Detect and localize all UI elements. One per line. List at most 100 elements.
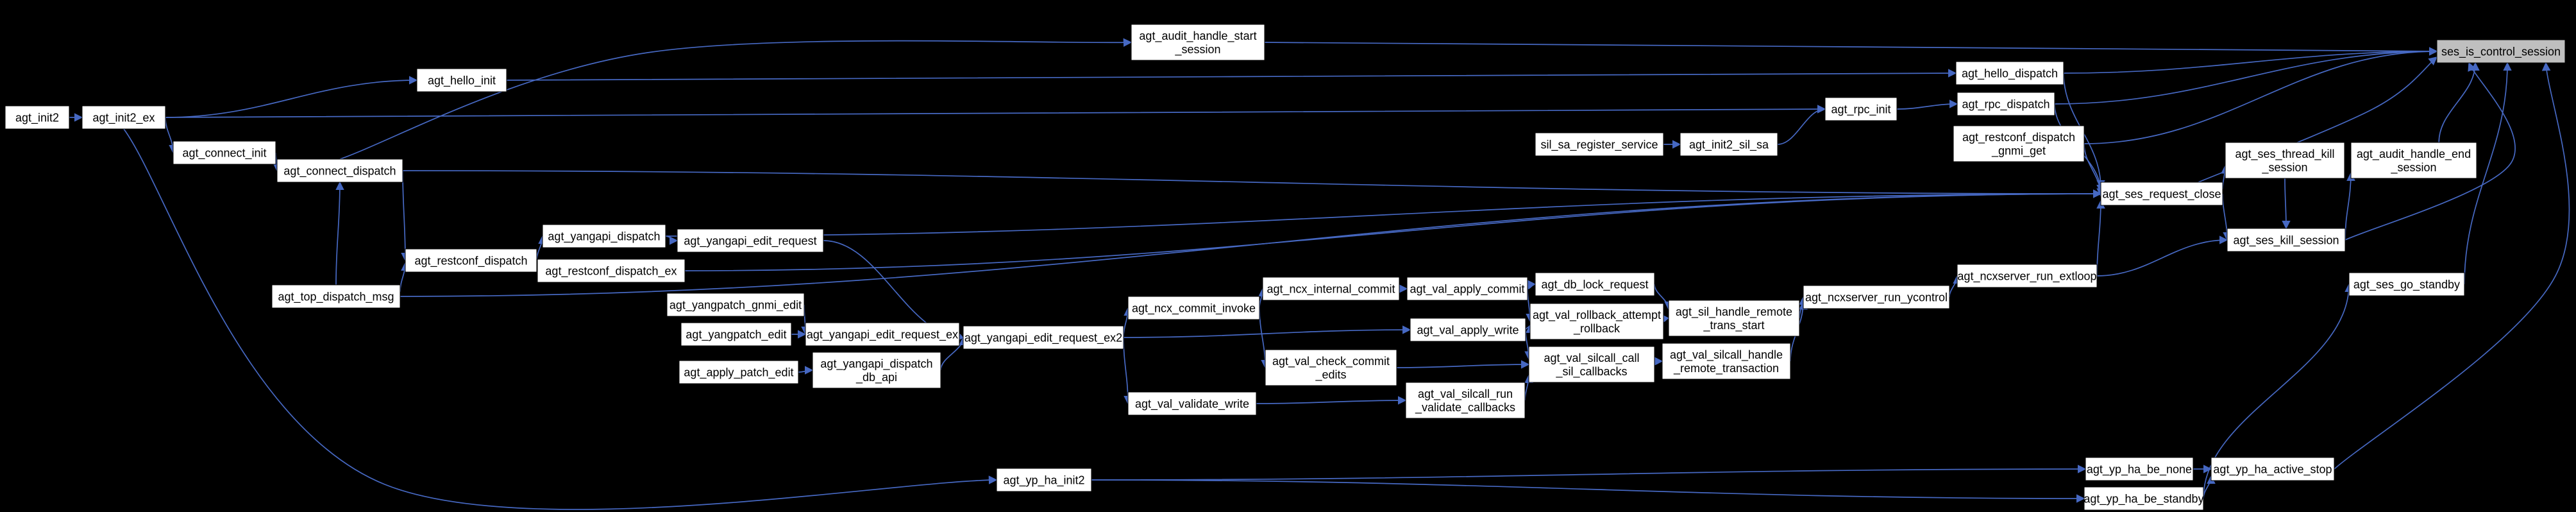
node-agt_ncx_commit_invoke[interactable]: agt_ncx_commit_invoke bbox=[1127, 296, 1260, 320]
node-agt_ses_thread_kill_session[interactable]: agt_ses_thread_kill_session bbox=[2225, 142, 2345, 179]
node-label: agt_ses_kill_session bbox=[2233, 234, 2339, 248]
node-agt_init2_ex[interactable]: agt_init2_ex bbox=[81, 105, 166, 130]
node-label: agt_ses_thread_kill_session bbox=[2235, 148, 2334, 175]
node-agt_rpc_init[interactable]: agt_rpc_init bbox=[1824, 97, 1898, 121]
node-agt_yangpatch_gnmi_edit[interactable]: agt_yangpatch_gnmi_edit bbox=[666, 293, 805, 317]
node-agt_ses_request_close[interactable]: agt_ses_request_close bbox=[2100, 182, 2223, 206]
edge-agt_top_dispatch_msg--agt_restconf_dispatch bbox=[400, 262, 410, 292]
node-agt_restconf_dispatch[interactable]: agt_restconf_dispatch bbox=[405, 248, 537, 273]
edge-agt_yp_ha_init2--agt_yp_ha_be_none bbox=[1091, 465, 2087, 481]
node-agt_connect_init[interactable]: agt_connect_init bbox=[173, 141, 276, 165]
node-agt_val_silcall_handle_remote_transaction[interactable]: agt_val_silcall_handle_remote_transactio… bbox=[1662, 343, 1791, 380]
edge-agt_yangapi_edit_request_ex2--agt_val_apply_write bbox=[1123, 325, 1411, 338]
node-label: agt_apply_patch_edit bbox=[684, 366, 793, 380]
node-label: agt_ncx_commit_invoke bbox=[1132, 302, 1256, 316]
node-agt_yangapi_edit_request_ex[interactable]: agt_yangapi_edit_request_ex bbox=[805, 322, 960, 346]
node-agt_val_apply_commit[interactable]: agt_val_apply_commit bbox=[1406, 277, 1528, 301]
node-agt_val_apply_write[interactable]: agt_val_apply_write bbox=[1410, 318, 1526, 342]
node-label: agt_yp_ha_be_standby bbox=[2084, 493, 2203, 506]
node-label: agt_val_silcall_call_sil_callbacks bbox=[1544, 352, 1639, 379]
node-ses_is_control_session[interactable]: ses_is_control_session bbox=[2436, 39, 2566, 64]
node-label: agt_yangapi_dispatch_db_api bbox=[820, 357, 932, 384]
node-label: agt_val_validate_write bbox=[1135, 398, 1249, 411]
edge-agt_val_validate_write--agt_val_silcall_run_validate_callbacks bbox=[1256, 396, 1407, 405]
edge-agt_val_apply_commit--agt_db_lock_request bbox=[1527, 280, 1536, 289]
node-agt_yangapi_edit_request[interactable]: agt_yangapi_edit_request bbox=[677, 228, 824, 253]
node-agt_val_silcall_run_validate_callbacks[interactable]: agt_val_silcall_run_validate_callbacks bbox=[1405, 382, 1526, 419]
node-label: agt_ncxserver_run_extloop bbox=[1957, 270, 2096, 284]
node-label: agt_yangpatch_gnmi_edit bbox=[669, 299, 802, 312]
node-label: agt_ncx_internal_commit bbox=[1267, 283, 1395, 296]
node-label: agt_rpc_init bbox=[1831, 103, 1890, 117]
node-agt_rpc_dispatch[interactable]: agt_rpc_dispatch bbox=[1957, 92, 2055, 116]
node-sil_sa_register_service[interactable]: sil_sa_register_service bbox=[1535, 132, 1664, 157]
node-agt_ncxserver_run_extloop[interactable]: agt_ncxserver_run_extloop bbox=[1957, 264, 2098, 288]
edge-agt_db_lock_request--agt_sil_handle_remote_trans_start bbox=[1654, 284, 1673, 311]
node-agt_val_rollback_attempt_rollback[interactable]: agt_val_rollback_attempt_rollback bbox=[1529, 303, 1664, 340]
node-label: agt_ses_go_standby bbox=[2353, 278, 2460, 292]
node-label: ses_is_control_session bbox=[2441, 46, 2561, 59]
node-label: agt_val_silcall_run_validate_callbacks bbox=[1415, 388, 1515, 414]
node-agt_val_silcall_call_sil_callbacks[interactable]: agt_val_silcall_call_sil_callbacks bbox=[1528, 346, 1655, 383]
edge-agt_yp_ha_active_stop--ses_is_control_session bbox=[2334, 62, 2570, 470]
node-agt_yp_ha_be_standby[interactable]: agt_yp_ha_be_standby bbox=[2084, 486, 2204, 511]
edge-agt_val_apply_write--agt_val_silcall_call_sil_callbacks bbox=[1524, 329, 1533, 360]
node-label: sil_sa_register_service bbox=[1540, 139, 1658, 152]
node-agt_ncx_internal_commit[interactable]: agt_ncx_internal_commit bbox=[1262, 277, 1400, 301]
node-agt_hello_init[interactable]: agt_hello_init bbox=[416, 68, 507, 92]
node-agt_ses_kill_session[interactable]: agt_ses_kill_session bbox=[2227, 228, 2346, 252]
node-agt_yangpatch_edit[interactable]: agt_yangpatch_edit bbox=[680, 322, 792, 346]
node-label: agt_init2_ex bbox=[92, 112, 155, 125]
edge-agt_init2_ex--agt_yp_ha_init2 bbox=[123, 128, 998, 510]
edge-agt_ses_thread_kill_session--agt_ses_kill_session bbox=[2282, 178, 2291, 230]
edge-agt_top_dispatch_msg--agt_connect_dispatch bbox=[335, 181, 344, 286]
node-agt_db_lock_request[interactable]: agt_db_lock_request bbox=[1535, 272, 1655, 296]
edge-agt_ncx_commit_invoke--agt_ncx_internal_commit bbox=[1258, 287, 1267, 309]
node-label: agt_val_apply_write bbox=[1417, 324, 1519, 337]
edge-agt_yangapi_edit_request_ex2--agt_ncx_commit_invoke bbox=[1123, 307, 1132, 338]
node-label: agt_yangapi_edit_request bbox=[684, 235, 816, 248]
edge-agt_ncxserver_run_ycontrol--agt_ncxserver_run_extloop bbox=[1949, 275, 1962, 298]
node-label: agt_audit_handle_end_session bbox=[2357, 148, 2471, 175]
node-label: agt_yangpatch_edit bbox=[686, 329, 786, 342]
edge-agt_ses_request_close--agt_ses_kill_session bbox=[2222, 193, 2232, 241]
node-agt_ncxserver_run_ycontrol[interactable]: agt_ncxserver_run_ycontrol bbox=[1803, 285, 1950, 309]
node-label: agt_connect_init bbox=[182, 147, 266, 160]
node-agt_apply_patch_edit[interactable]: agt_apply_patch_edit bbox=[678, 360, 799, 384]
edge-agt_connect_dispatch--agt_restconf_dispatch bbox=[401, 170, 410, 262]
edge-agt_yangapi_dispatch_db_api--agt_yangapi_edit_request_ex2 bbox=[940, 336, 968, 371]
edge-agt_init2_ex--agt_hello_init bbox=[165, 76, 418, 118]
node-agt_yp_ha_be_none[interactable]: agt_yp_ha_be_none bbox=[2085, 457, 2194, 481]
node-agt_yangapi_dispatch_db_api[interactable]: agt_yangapi_dispatch_db_api bbox=[812, 352, 941, 389]
node-agt_restconf_dispatch_gnmi_get[interactable]: agt_restconf_dispatch_gnmi_get bbox=[1953, 125, 2085, 162]
node-agt_ses_go_standby[interactable]: agt_ses_go_standby bbox=[2348, 272, 2465, 296]
node-agt_val_validate_write[interactable]: agt_val_validate_write bbox=[1127, 391, 1257, 416]
node-agt_audit_handle_end_session[interactable]: agt_audit_handle_end_session bbox=[2350, 142, 2477, 179]
node-agt_yp_ha_active_stop[interactable]: agt_yp_ha_active_stop bbox=[2210, 457, 2335, 481]
edge-agt_yangapi_dispatch--agt_ses_request_close bbox=[665, 189, 2102, 237]
node-label: agt_val_apply_commit bbox=[1410, 283, 1524, 296]
edge-agt_apply_patch_edit--agt_yangapi_dispatch_db_api bbox=[798, 366, 814, 375]
node-agt_restconf_dispatch_ex[interactable]: agt_restconf_dispatch_ex bbox=[537, 259, 686, 283]
node-agt_yangapi_edit_request_ex2[interactable]: agt_yangapi_edit_request_ex2 bbox=[963, 325, 1124, 350]
node-agt_audit_handle_start_session[interactable]: agt_audit_handle_start_session bbox=[1131, 24, 1265, 61]
node-label: agt_ncxserver_run_ycontrol bbox=[1805, 291, 1948, 305]
node-agt_yangapi_dispatch[interactable]: agt_yangapi_dispatch bbox=[542, 224, 666, 248]
node-agt_init2_sil_sa[interactable]: agt_init2_sil_sa bbox=[1679, 132, 1778, 157]
node-agt_top_dispatch_msg[interactable]: agt_top_dispatch_msg bbox=[271, 284, 401, 309]
node-label: agt_init2_sil_sa bbox=[1689, 139, 1769, 152]
edge-agt_restconf_dispatch_gnmi_get--ses_is_control_session bbox=[2084, 47, 2438, 144]
node-agt_val_check_commit_edits[interactable]: agt_val_check_commit_edits bbox=[1265, 349, 1397, 386]
edge-agt_init2_ex--agt_connect_init bbox=[165, 117, 178, 154]
node-agt_hello_dispatch[interactable]: agt_hello_dispatch bbox=[1955, 61, 2064, 85]
node-agt_sil_handle_remote_trans_start[interactable]: agt_sil_handle_remote_trans_start bbox=[1668, 300, 1800, 337]
node-agt_yp_ha_init2[interactable]: agt_yp_ha_init2 bbox=[996, 468, 1092, 492]
node-agt_init2[interactable]: agt_init2 bbox=[4, 105, 70, 130]
edge-agt_ses_go_standby--ses_is_control_session bbox=[2464, 62, 2512, 285]
edge-agt_restconf_dispatch_gnmi_get--agt_ses_request_close bbox=[2084, 143, 2105, 197]
node-label: agt_yangapi_edit_request_ex bbox=[807, 329, 958, 342]
node-label: agt_top_dispatch_msg bbox=[278, 291, 394, 304]
node-agt_connect_dispatch[interactable]: agt_connect_dispatch bbox=[276, 158, 403, 183]
